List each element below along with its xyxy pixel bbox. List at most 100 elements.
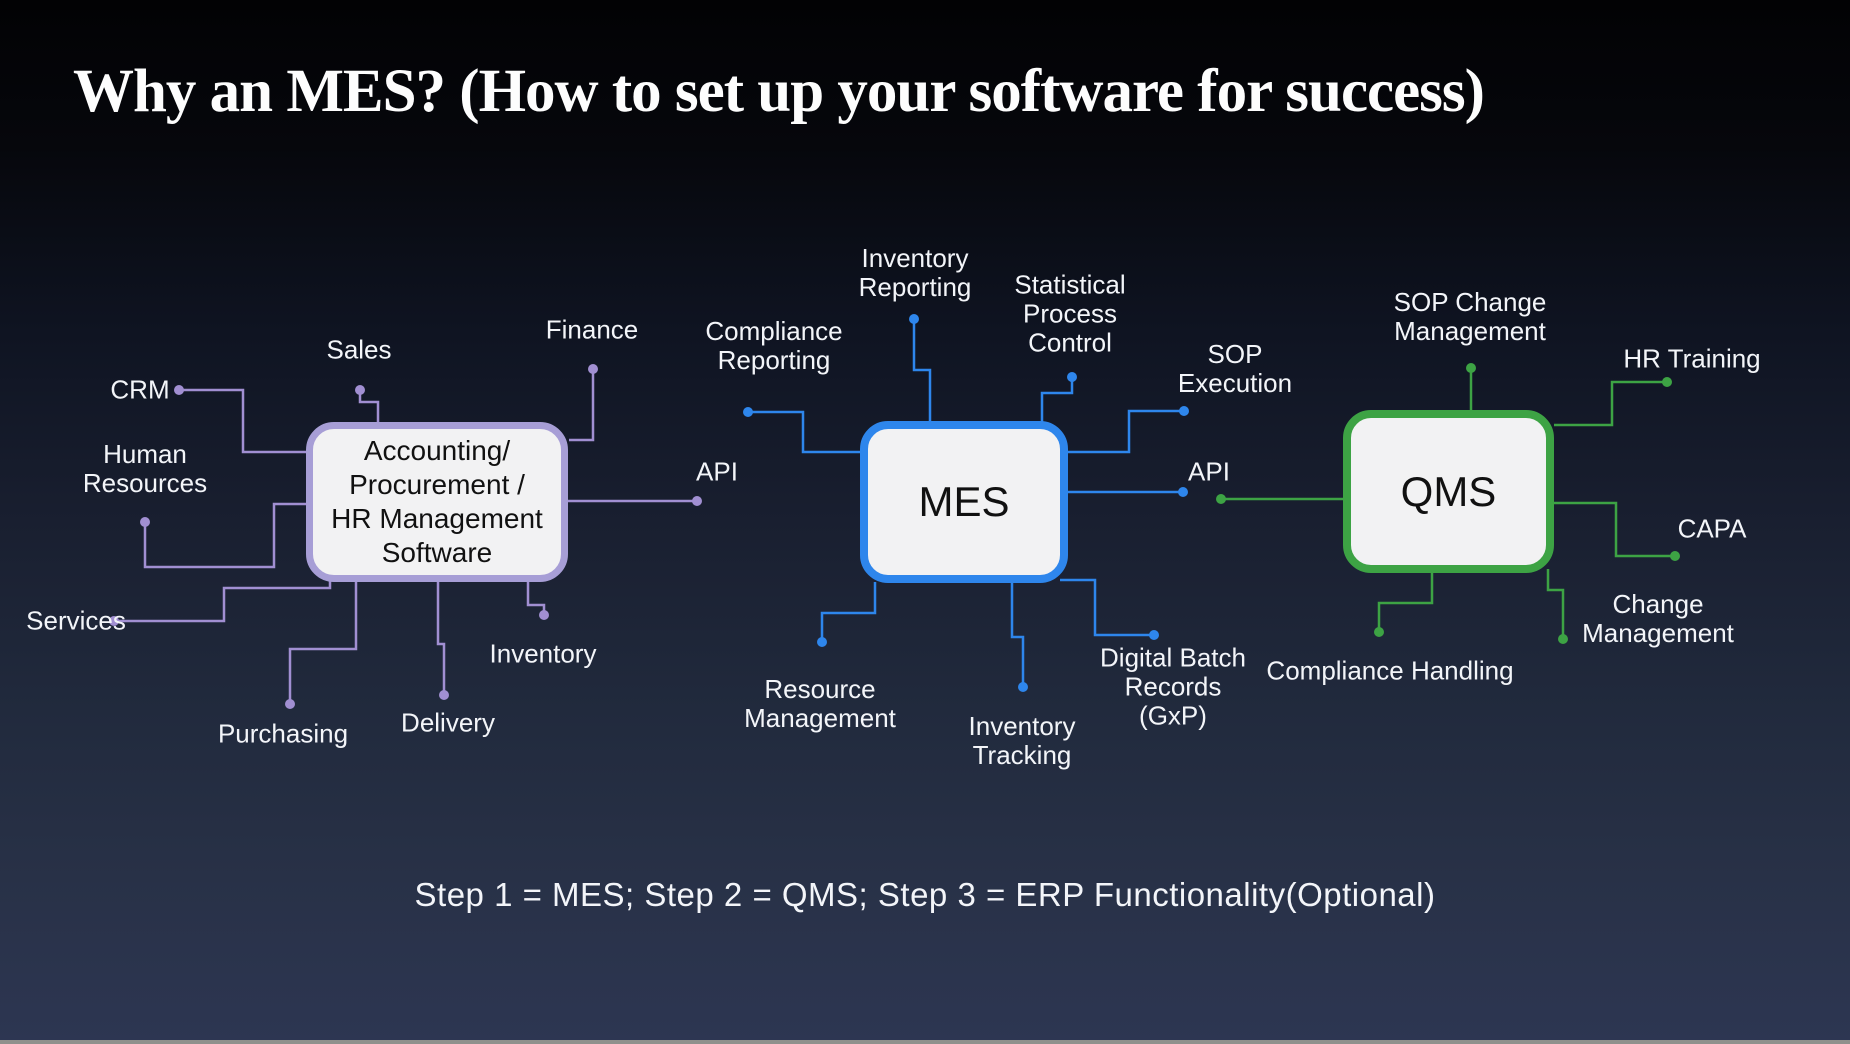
- dot-finance: [588, 364, 598, 374]
- label-line: SOP: [1207, 339, 1263, 369]
- connector-change-management: [1546, 569, 1565, 639]
- box-erp-line: Accounting/: [363, 435, 511, 466]
- connector-sales: [358, 390, 380, 424]
- label-line: API: [696, 456, 738, 487]
- node-label-delivery: Delivery: [401, 707, 495, 738]
- box-mes: MES: [860, 421, 1068, 583]
- box-erp-software: Accounting/ Procurement / HR Management …: [306, 422, 568, 582]
- dot-compliance-handling: [1374, 627, 1384, 637]
- node-label-digital-batch-records: Digital Batch Records (GxP): [1100, 642, 1246, 731]
- node-label-sop-change-management: SOP Change Management: [1394, 288, 1547, 346]
- node-label-inventory: Inventory: [489, 638, 597, 669]
- connector-human-resources: [143, 502, 306, 569]
- node-label-compliance-handling: Compliance Handling: [1266, 655, 1514, 686]
- dot-inventory-reporting: [909, 314, 919, 324]
- connector-finance: [569, 369, 595, 442]
- slide-caption: Step 1 = MES; Step 2 = QMS; Step 3 = ERP…: [414, 876, 1436, 913]
- node-label-crm: CRM: [110, 374, 170, 405]
- node-label-hr-training: HR Training: [1623, 343, 1761, 374]
- node-label-sales: Sales: [326, 334, 392, 365]
- dot-services: [109, 616, 119, 626]
- node-label-purchasing: Purchasing: [217, 718, 349, 749]
- node-label-human-resources: Human Resources: [83, 440, 207, 498]
- node-label-inventory-reporting: Inventory Reporting: [859, 244, 972, 302]
- dot-delivery: [439, 690, 449, 700]
- connector-delivery: [436, 580, 446, 695]
- dot-statistical-process-control: [1067, 372, 1077, 382]
- dot-purchasing: [285, 699, 295, 709]
- label-line: Services: [26, 605, 126, 636]
- dot-digital-batch-records: [1149, 630, 1159, 640]
- label-line: Inventory: [861, 243, 969, 273]
- connector-sop-execution: [1067, 409, 1184, 454]
- label-line: Delivery: [401, 707, 495, 738]
- connector-resource-management: [820, 582, 877, 642]
- label-line: Resources: [82, 468, 208, 498]
- label-line: Sales: [326, 334, 392, 365]
- label-line: Process: [1023, 298, 1117, 329]
- node-label-api-left: API: [696, 456, 738, 487]
- connector-inventory-reporting: [912, 319, 932, 422]
- label-line: Inventory: [489, 638, 597, 669]
- label-line: Records: [1124, 671, 1222, 702]
- box-qms-label: QMS: [1400, 467, 1497, 515]
- connector-digital-batch-records: [1060, 578, 1154, 637]
- connector-capa: [1554, 501, 1675, 558]
- node-label-api-right: API: [1188, 456, 1230, 487]
- dot-sales: [355, 385, 365, 395]
- connector-compliance-reporting: [748, 410, 861, 454]
- label-line: HR Training: [1623, 343, 1761, 374]
- label-line: Compliance Handling: [1266, 655, 1514, 686]
- label-line: Inventory: [968, 711, 1076, 741]
- label-line: SOP Change: [1393, 287, 1547, 317]
- node-label-resource-management: Resource Management: [744, 675, 896, 733]
- connector-compliance-handling: [1377, 571, 1434, 632]
- node-label-capa: CAPA: [1678, 514, 1747, 544]
- label-line: API: [1188, 456, 1230, 487]
- label-line: Compliance: [705, 316, 843, 346]
- slide-title: Why an MES? (How to set up your software…: [73, 58, 1485, 125]
- dot-human-resources: [140, 517, 150, 527]
- node-label-inventory-tracking: Inventory Tracking: [969, 712, 1076, 770]
- label-line: Management: [1394, 316, 1546, 346]
- dot-inventory-tracking: [1018, 682, 1028, 692]
- label-line: Control: [1028, 327, 1112, 358]
- label-line: Reporting: [858, 272, 972, 302]
- dot-hr-training: [1662, 377, 1672, 387]
- label-line: (GxP): [1139, 700, 1207, 731]
- connector-services: [114, 580, 332, 623]
- connector-inventory-tracking: [1010, 582, 1025, 687]
- label-line: Purchasing: [217, 718, 349, 749]
- dot-sop-execution: [1179, 406, 1189, 416]
- dot-api-mes: [1178, 487, 1188, 497]
- label-line: Human: [103, 439, 187, 469]
- node-label-finance: Finance: [545, 314, 639, 345]
- label-line: Management: [744, 703, 896, 733]
- box-qms: QMS: [1343, 410, 1554, 573]
- label-line: Digital Batch: [1100, 642, 1246, 673]
- dot-sop-change-management: [1466, 363, 1476, 373]
- bottom-bar: [0, 1040, 1850, 1044]
- dot-capa: [1670, 551, 1680, 561]
- label-line: Change: [1612, 589, 1704, 619]
- label-line: Tracking: [972, 740, 1072, 770]
- connector-hr-training: [1554, 380, 1667, 427]
- box-mes-label: MES: [918, 478, 1010, 525]
- label-line: CRM: [110, 374, 170, 405]
- label-line: Statistical: [1014, 269, 1126, 300]
- connector-statistical-process-control: [1040, 377, 1074, 422]
- dot-crm: [174, 385, 184, 395]
- box-erp-line: HR Management: [331, 503, 543, 534]
- box-erp-line: Software: [381, 537, 493, 568]
- label-line: Finance: [545, 314, 639, 345]
- node-label-compliance-reporting: Compliance Reporting: [705, 317, 842, 375]
- connector-purchasing: [288, 580, 358, 704]
- dot-api-qms: [1216, 494, 1226, 504]
- node-label-change-management: Change Management: [1582, 590, 1734, 648]
- node-label-sop-execution: SOP Execution: [1178, 340, 1292, 398]
- dot-change-management: [1558, 634, 1568, 644]
- label-line: Resource: [764, 674, 876, 704]
- node-label-services: Services: [26, 605, 126, 636]
